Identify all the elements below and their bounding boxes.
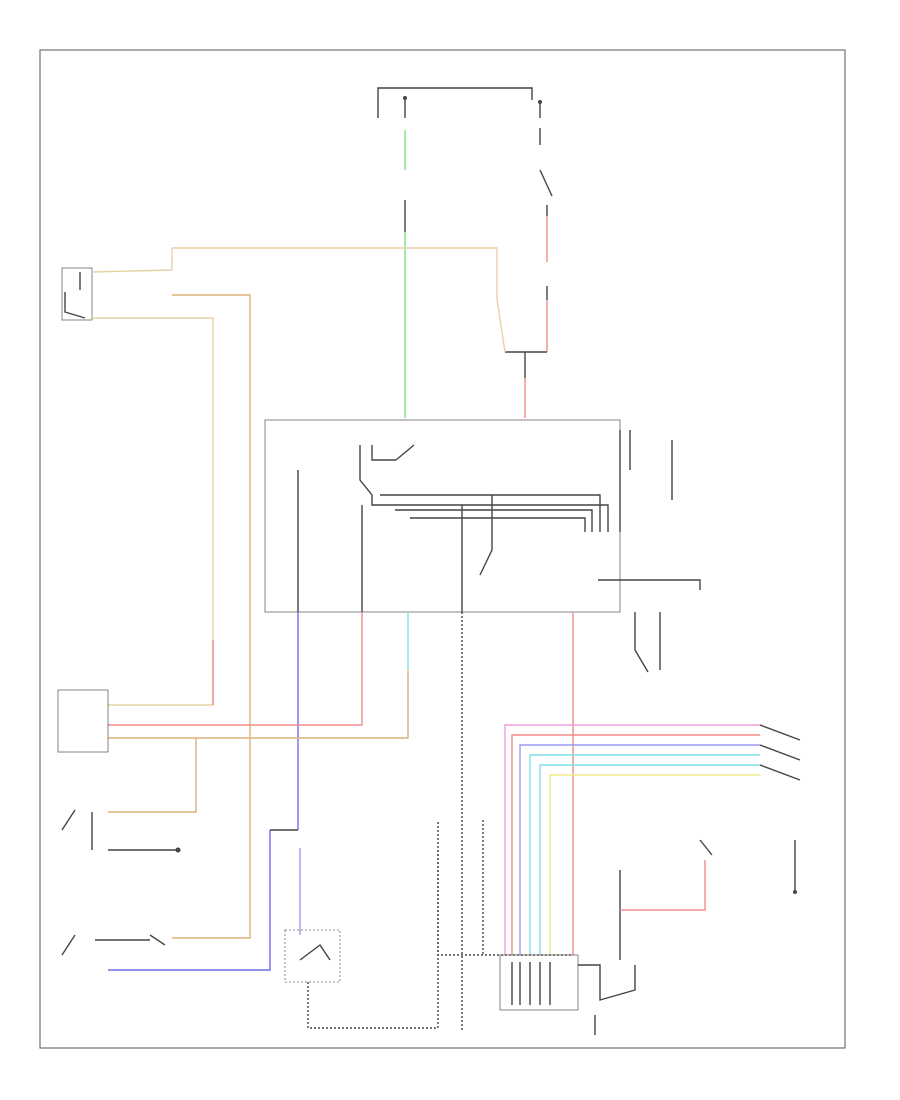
switch-icon xyxy=(61,809,76,831)
top-fuse-block xyxy=(377,87,553,216)
connector-icon xyxy=(175,847,181,853)
wire-tan-left xyxy=(92,317,214,706)
fuse-icon xyxy=(403,96,407,100)
actuator-motor xyxy=(578,964,636,1035)
right-upper-switches xyxy=(598,430,701,673)
transmission-control-connector xyxy=(499,954,579,1011)
harness-bundle xyxy=(504,724,801,955)
motor-icon xyxy=(578,964,636,1001)
connector-icon xyxy=(499,954,579,1011)
switch-icon xyxy=(634,612,649,673)
wire-tan-top xyxy=(172,247,506,353)
relay-icon xyxy=(479,495,493,576)
wire-orange-sensor xyxy=(108,670,409,739)
diagram-frame xyxy=(39,49,846,1049)
fuse-icon xyxy=(538,100,542,104)
control-unit-main xyxy=(264,419,621,613)
wire-blue-lower xyxy=(108,830,271,971)
wire-red-right xyxy=(620,860,706,911)
wire-red-sensor xyxy=(108,612,363,726)
brake-pedal-switch xyxy=(61,934,166,956)
right-lower-components xyxy=(619,839,797,960)
push-button-switch xyxy=(61,809,181,853)
switch-icon xyxy=(539,169,553,197)
switch-icon xyxy=(149,934,166,946)
switch-icon xyxy=(299,943,331,961)
wire-orange-push xyxy=(108,738,197,813)
transmission-range-switch xyxy=(284,929,341,983)
connector-icon xyxy=(61,267,93,321)
joint-connector-left xyxy=(61,267,173,321)
relay-icon xyxy=(395,444,415,461)
sensor-box-left xyxy=(57,689,109,753)
ground-icon xyxy=(793,890,797,894)
switch-icon xyxy=(61,934,76,956)
wire-dashed-lower xyxy=(437,850,573,956)
wire-orange-tan-long xyxy=(172,294,251,939)
control-unit-internals xyxy=(297,430,621,612)
